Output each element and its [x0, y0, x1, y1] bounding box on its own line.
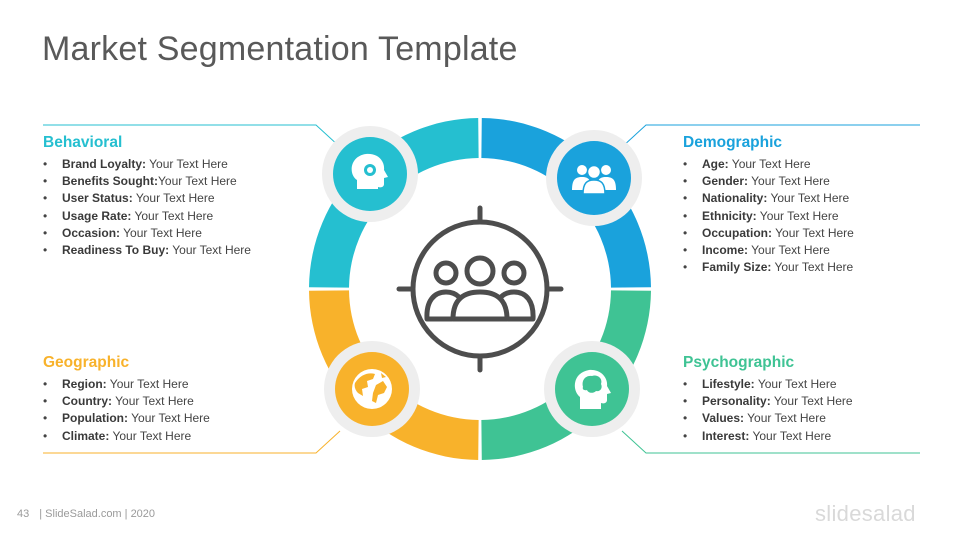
- item-label: User Status:: [62, 191, 133, 206]
- item-label: Population:: [62, 411, 128, 426]
- item-value: Your Text Here: [751, 174, 830, 189]
- list-item: Region: Your Text Here: [43, 376, 343, 393]
- item-label: Nationality:: [702, 191, 768, 206]
- behavioral-segment: [309, 118, 479, 288]
- geographic-segment: [309, 290, 479, 460]
- demographic-section: Demographic Age: Your Text Here Gender: …: [683, 134, 960, 276]
- list-item: Age: Your Text Here: [683, 156, 960, 173]
- list-item: Personality: Your Text Here: [683, 393, 960, 410]
- item-value: Your Text Here: [131, 411, 210, 426]
- list-item: User Status: Your Text Here: [43, 190, 343, 207]
- item-label: Region:: [62, 377, 107, 391]
- item-value: Your Text Here: [172, 243, 251, 258]
- slide-title: Market Segmentation Template: [42, 30, 518, 68]
- geographic-heading: Geographic: [43, 354, 130, 371]
- footer: 43 | SlideSalad.com | 2020: [17, 508, 155, 520]
- demographic-heading: Demographic: [683, 134, 783, 151]
- behavioral-section: Behavioral Brand Loyalty: Your Text Here…: [43, 134, 343, 259]
- list-item: Occupation: Your Text Here: [683, 225, 960, 242]
- geographic-badge: [324, 341, 420, 437]
- page-number: 43: [17, 508, 30, 520]
- item-label: Brand Loyalty:: [62, 157, 147, 171]
- list-item: Gender: Your Text Here: [683, 173, 960, 190]
- item-value: Your Text Here: [775, 225, 854, 240]
- item-label: Occupation:: [702, 225, 773, 240]
- item-value: Your Text Here: [112, 428, 192, 443]
- list-item: Benefits Sought:Your Text Here: [43, 173, 343, 190]
- people-group-icon: [572, 164, 616, 195]
- item-value: Your Text Here: [149, 157, 228, 171]
- list-item: Readiness To Buy: Your Text Here: [43, 242, 343, 259]
- item-label: Usage Rate:: [62, 208, 132, 223]
- item-value: Your Text Here: [135, 191, 215, 206]
- demographic-connector: [621, 124, 920, 148]
- behavioral-heading: Behavioral: [43, 134, 123, 151]
- geographic-list: Region: Your Text Here Country: Your Tex…: [43, 376, 343, 445]
- list-item: Family Size: Your Text Here: [683, 259, 960, 276]
- item-value: Your Text Here: [747, 411, 826, 426]
- item-label: Age:: [702, 157, 729, 171]
- brand-logo: slidesalad: [815, 501, 916, 526]
- item-label: Country:: [62, 394, 112, 409]
- item-value: Your Text Here: [757, 377, 837, 391]
- item-label: Benefits Sought:: [62, 174, 158, 189]
- psychographic-list: Lifestyle: Your Text Here Personality: Y…: [683, 376, 960, 445]
- list-item: Brand Loyalty: Your Text Here: [43, 156, 343, 173]
- item-label: Climate:: [62, 428, 110, 443]
- geographic-section: Geographic Region: Your Text Here Countr…: [43, 354, 343, 445]
- item-value: Your Text Here: [774, 260, 854, 275]
- item-value: Your Text Here: [134, 208, 214, 223]
- item-value: Your Text Here: [123, 225, 202, 240]
- list-item: Interest: Your Text Here: [683, 428, 960, 445]
- item-label: Lifestyle:: [702, 377, 755, 391]
- item-value: Your Text Here: [751, 243, 830, 258]
- demographic-segment: [481, 118, 651, 288]
- item-value: Your Text Here: [759, 208, 839, 223]
- item-label: Family Size:: [702, 260, 772, 275]
- item-label: Income:: [702, 243, 749, 258]
- target-audience-icon: [396, 205, 564, 373]
- psychographic-segment: [481, 290, 651, 460]
- footer-text: | SlideSalad.com | 2020: [39, 508, 156, 520]
- item-value: Your Text Here: [109, 377, 189, 391]
- list-item: Income: Your Text Here: [683, 242, 960, 259]
- psychographic-connector: [621, 430, 920, 454]
- item-label: Interest:: [702, 428, 750, 443]
- item-label: Readiness To Buy:: [62, 243, 170, 258]
- item-value: Your Text Here: [773, 394, 853, 409]
- item-value: Your Text Here: [752, 428, 832, 443]
- demographic-list: Age: Your Text Here Gender: Your Text He…: [683, 156, 960, 276]
- behavioral-list: Brand Loyalty: Your Text Here Benefits S…: [43, 156, 343, 259]
- list-item: Nationality: Your Text Here: [683, 190, 960, 207]
- list-item: Population: Your Text Here: [43, 410, 343, 427]
- behavioral-badge: [322, 126, 418, 222]
- item-value: Your Text Here: [731, 157, 811, 171]
- demographic-badge: [546, 130, 642, 226]
- list-item: Country: Your Text Here: [43, 393, 343, 410]
- item-value: Your Text Here: [158, 174, 237, 189]
- list-item: Climate: Your Text Here: [43, 428, 343, 445]
- psychographic-section: Psychographic Lifestyle: Your Text Here …: [683, 354, 960, 445]
- item-label: Ethnicity:: [702, 208, 757, 223]
- item-label: Values:: [702, 411, 745, 426]
- head-gear-icon: [351, 153, 388, 189]
- segment-ring: [309, 118, 651, 460]
- psychographic-heading: Psychographic: [683, 354, 795, 371]
- list-item: Lifestyle: Your Text Here: [683, 376, 960, 393]
- list-item: Ethnicity: Your Text Here: [683, 208, 960, 225]
- item-label: Gender:: [702, 174, 749, 189]
- list-item: Occasion: Your Text Here: [43, 225, 343, 242]
- item-label: Occasion:: [62, 225, 121, 240]
- psychographic-badge: [544, 341, 640, 437]
- behavioral-connector: [43, 124, 341, 148]
- head-brain-icon: [574, 369, 611, 409]
- list-item: Values: Your Text Here: [683, 410, 960, 427]
- globe-icon: [352, 369, 392, 409]
- item-label: Personality:: [702, 394, 771, 409]
- item-value: Your Text Here: [770, 191, 850, 206]
- item-value: Your Text Here: [115, 394, 194, 409]
- list-item: Usage Rate: Your Text Here: [43, 208, 343, 225]
